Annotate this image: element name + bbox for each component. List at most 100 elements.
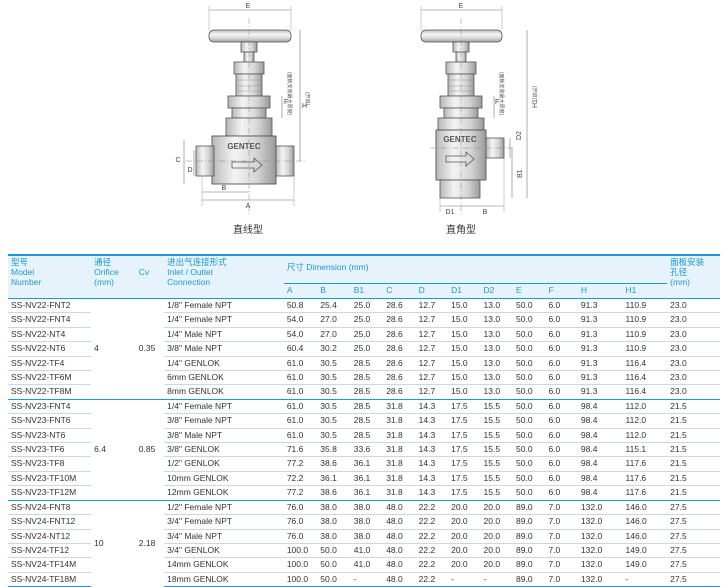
connection-cell: 14mm GENLOK xyxy=(164,557,284,573)
dim-cell-f: 6.0 xyxy=(545,355,578,371)
dim-cell-b: 30.5 xyxy=(317,384,351,400)
right-dim-h1: H1 xyxy=(532,99,539,108)
model-number-cell: SS-NV23-TF12M xyxy=(8,485,92,501)
dim-cell-d1: 15.0 xyxy=(448,297,481,313)
dim-cell-h: 132.0 xyxy=(577,499,623,515)
dim-cell-b1: 28.5 xyxy=(350,413,384,429)
dim-cell-c: 31.8 xyxy=(383,442,416,457)
dim-cell-d1: 17.5 xyxy=(448,398,481,414)
model-number-cell: SS-NV23-FNT4 xyxy=(8,398,92,414)
dim-cell-c: 28.6 xyxy=(383,297,416,313)
orifice-cn: 通径 xyxy=(94,257,112,267)
dim-cell-d2: 13.0 xyxy=(480,312,513,328)
dim-cell-f: 7.0 xyxy=(545,499,578,515)
dim-cell-e: 89.0 xyxy=(513,571,546,587)
dim-cell-d1: 15.0 xyxy=(448,370,481,385)
dim-cell-d1: 20.0 xyxy=(448,528,481,544)
dim-cell-c: 28.6 xyxy=(383,384,416,400)
dim-cell-d1: 15.0 xyxy=(448,355,481,371)
model-number-cell: SS-NV24-TF14M xyxy=(8,557,92,573)
connection-cell: 10mm GENLOK xyxy=(164,470,284,486)
model-number-cell: SS-NV24-TF18M xyxy=(8,571,92,587)
col-dimension: 尺寸 Dimension (mm) xyxy=(283,255,668,284)
model-number-cell: SS-NV23-FNT6 xyxy=(8,413,92,429)
dim-header-b1: B1 xyxy=(350,283,384,299)
dim-cell-b1: 28.5 xyxy=(350,384,384,400)
dim-cell-a: 61.0 xyxy=(283,384,318,400)
dim-cell-b1: 41.0 xyxy=(350,557,384,573)
dim-cell-b: 38.0 xyxy=(317,499,351,515)
dim-cell-d1: 17.5 xyxy=(448,485,481,501)
dim-cell-h: 98.4 xyxy=(577,470,623,486)
dim-cell-b1: 25.0 xyxy=(350,297,384,313)
right-dim-d1: D1 xyxy=(446,209,455,216)
dim-cell-a: 100.0 xyxy=(283,542,318,558)
dim-cell-h1: 116.4 xyxy=(622,355,668,371)
panel-hole-cell: 27.5 xyxy=(667,528,720,544)
cv-cell: 0.85 xyxy=(135,398,165,501)
dim-cell-d2: 20.0 xyxy=(480,557,513,573)
dim-header-h: H xyxy=(577,283,623,299)
cv-cell: 0.35 xyxy=(135,298,165,400)
dim-cell-b1: 38.0 xyxy=(350,499,384,515)
panel-hole-cell: 21.5 xyxy=(667,485,720,501)
left-dim-h: H xyxy=(302,103,307,110)
dim-cell-h: 98.4 xyxy=(577,427,623,443)
dim-cell-b: 27.0 xyxy=(317,312,351,328)
model-number-cell: SS-NV22-TF8M xyxy=(8,384,92,400)
dim-cell-d2: 20.0 xyxy=(480,499,513,515)
dim-cell-d2: 15.5 xyxy=(480,470,513,486)
dim-cell-d1: 15.0 xyxy=(448,312,481,328)
dim-header-h1: H1 xyxy=(622,283,668,299)
dim-cell-h: 98.4 xyxy=(577,398,623,414)
dim-cell-h1: 117.6 xyxy=(622,470,668,486)
angle-type-caption: 直角型 xyxy=(446,225,476,236)
dim-cell-d1: 17.5 xyxy=(448,470,481,486)
dim-cell-c: 31.8 xyxy=(383,456,416,472)
right-brand: GENTEC xyxy=(443,135,477,144)
dim-cell-b: 50.0 xyxy=(317,557,351,573)
dim-cell-b: 50.0 xyxy=(317,571,351,587)
dim-cell-f: 6.0 xyxy=(545,485,578,501)
dim-cell-b1: 25.0 xyxy=(350,312,384,328)
dim-cell-d2: - xyxy=(480,571,513,587)
dim-cell-e: 50.0 xyxy=(513,456,546,472)
dim-cell-b: 30.5 xyxy=(317,413,351,429)
dim-cell-f: 6.0 xyxy=(545,398,578,414)
dim-cell-f: 6.0 xyxy=(545,341,578,357)
dim-cell-h: 132.0 xyxy=(577,514,623,529)
dim-cell-d1: 17.5 xyxy=(448,456,481,472)
connection-cell: 1/2" GENLOK xyxy=(164,456,284,472)
connection-en2: Connection xyxy=(167,277,211,287)
dim-cell-c: 48.0 xyxy=(383,528,416,544)
dim-cell-h1: 110.9 xyxy=(622,297,668,313)
connection-cell: 3/4" Male NPT xyxy=(164,528,284,544)
dim-cell-d: 14.3 xyxy=(415,485,449,501)
model-cn: 型号 xyxy=(11,257,29,267)
dim-cell-d: 14.3 xyxy=(415,427,449,443)
col-connection: 进出气连接形式 Inlet / Outlet Connection xyxy=(164,255,284,299)
dim-cell-d: 12.7 xyxy=(415,312,449,328)
left-dim-e: E xyxy=(246,3,251,10)
dim-cell-h1: 149.0 xyxy=(622,557,668,573)
dim-cell-c: 31.8 xyxy=(383,413,416,429)
left-dim-b: B xyxy=(222,185,227,192)
dim-cell-a: 54.0 xyxy=(283,312,318,328)
panel-hole-cell: 21.5 xyxy=(667,427,720,443)
dim-cell-d1: 17.5 xyxy=(448,427,481,443)
dim-cell-d1: 20.0 xyxy=(448,542,481,558)
dim-cell-e: 50.0 xyxy=(513,398,546,414)
dim-cell-c: 28.6 xyxy=(383,370,416,385)
dim-cell-e: 89.0 xyxy=(513,542,546,558)
model-en2: Number xyxy=(11,277,42,287)
dim-cell-f: 6.0 xyxy=(545,370,578,385)
dim-cell-e: 50.0 xyxy=(513,312,546,328)
connection-en: Inlet / Outlet xyxy=(167,267,213,277)
dim-cell-f: 7.0 xyxy=(545,542,578,558)
right-f-note: (面板安装最大厚度) xyxy=(498,72,505,116)
dim-cell-h1: 110.9 xyxy=(622,326,668,342)
orifice-cell: 4 xyxy=(91,298,136,400)
